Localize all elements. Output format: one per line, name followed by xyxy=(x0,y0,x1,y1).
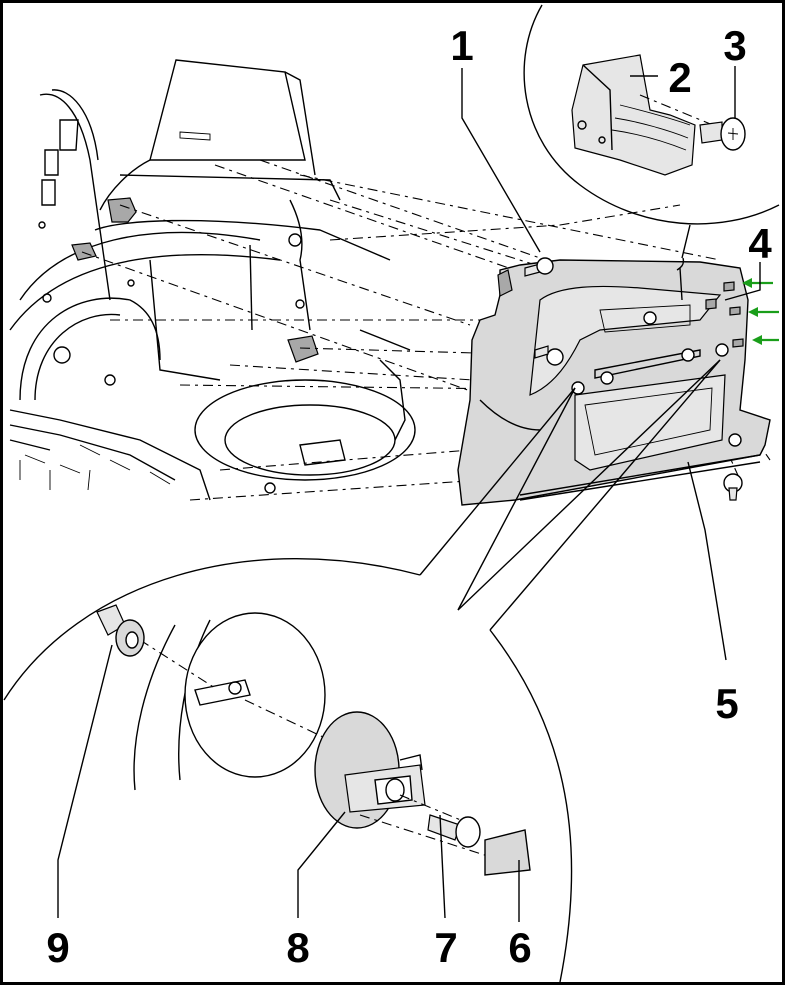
callout-8: 8 xyxy=(286,924,309,971)
upper-detail-view xyxy=(523,4,780,271)
side-trim-panel xyxy=(457,259,771,506)
callout-4: 4 xyxy=(748,220,772,267)
leader-9 xyxy=(57,644,113,918)
callout-numbers: 1 2 3 4 5 6 7 8 9 xyxy=(46,22,772,971)
callout-9: 9 xyxy=(46,924,69,971)
loose-screws xyxy=(524,257,743,501)
car-body-line-art xyxy=(9,59,416,501)
lower-detail-view xyxy=(3,359,721,982)
callout-7: 7 xyxy=(434,924,457,971)
callout-1: 1 xyxy=(450,22,473,69)
green-arrows xyxy=(742,278,779,345)
callout-2: 2 xyxy=(668,54,691,101)
callout-3: 3 xyxy=(723,22,746,69)
callout-5: 5 xyxy=(715,680,738,727)
leader-5 xyxy=(687,461,727,661)
callout-6: 6 xyxy=(508,924,531,971)
leader-4 xyxy=(724,262,761,301)
leader-1 xyxy=(461,68,541,253)
leader-7 xyxy=(439,814,446,919)
exploded-diagram: 1 2 3 4 5 6 7 8 9 xyxy=(3,4,780,982)
callout-leaders xyxy=(57,66,761,922)
leader-8 xyxy=(297,811,346,918)
